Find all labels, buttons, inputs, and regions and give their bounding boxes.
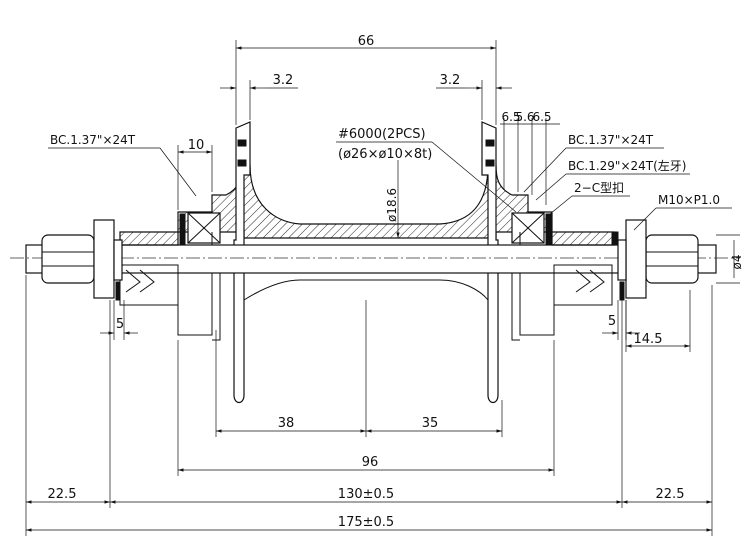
- dim-5-6: 5.6: [515, 110, 534, 124]
- right-seal: [545, 213, 552, 245]
- dim-overall: 175±0.5: [26, 515, 712, 532]
- dim-left-offset: 10: [177, 138, 213, 210]
- dim-bearing-span: 96: [177, 340, 555, 476]
- dim-bore-dia: ø18.6: [385, 188, 399, 222]
- dim-10: 10: [188, 138, 205, 153]
- dim-over-locknut: 22.5 130±0.5 22.5: [25, 275, 713, 536]
- right-thread-2-label: BC.1.29"×24T(左牙): [568, 158, 686, 173]
- dim-175: 175±0.5: [338, 515, 394, 530]
- callout-axle-thread: M10×P1.0: [633, 193, 732, 231]
- callout-c-clip: 2−C型扣: [549, 181, 630, 215]
- dim-66: 66: [358, 34, 375, 49]
- hub-body: [177, 121, 555, 404]
- dim-96: 96: [362, 455, 379, 470]
- c-clip-label: 2−C型扣: [574, 181, 624, 195]
- dim-right-protrusion: 14.5: [625, 290, 691, 352]
- axle-thread-label: M10×P1.0: [658, 193, 720, 207]
- dim-14-5: 14.5: [634, 332, 663, 347]
- dim-axle-end: ø4: [716, 234, 744, 284]
- dim-38: 38: [278, 416, 295, 431]
- bearing-size-label: (ø26×ø10×8t): [338, 147, 432, 162]
- dim-22-5-right: 22.5: [656, 487, 685, 502]
- dim-flange-spacing: 66: [235, 34, 497, 125]
- dim-35: 35: [422, 416, 439, 431]
- dim-phi-4: ø4: [730, 255, 744, 270]
- dim-center-to-flange: 38 35: [215, 300, 503, 437]
- left-locknut: [41, 219, 123, 301]
- right-locknut: [611, 219, 699, 301]
- dim-right-spacers: 6.5 5.6 6.5: [500, 110, 560, 205]
- callout-right-thread-2: BC.1.29"×24T(左牙): [535, 158, 690, 201]
- right-cone-section: [551, 231, 615, 246]
- axle: [10, 231, 740, 306]
- dim-6-5-b: 6.5: [532, 110, 551, 124]
- callout-right-thread-1: BC.1.37"×24T: [523, 133, 664, 193]
- dim-bore: ø18.6: [385, 160, 400, 238]
- dim-5-right: 5: [608, 314, 616, 329]
- hub-lower-body: [243, 279, 489, 301]
- left-cone-section: [119, 231, 179, 246]
- dim-3-2-right: 3.2: [440, 73, 461, 88]
- dim-left-washer: 5: [100, 300, 138, 340]
- dim-22-5-left: 22.5: [48, 487, 77, 502]
- left-seal: [179, 213, 186, 245]
- right-thread-1-label: BC.1.37"×24T: [568, 133, 654, 147]
- dim-3-2-left: 3.2: [273, 73, 294, 88]
- dim-5-left: 5: [116, 317, 124, 332]
- dim-6-5-a: 6.5: [501, 110, 520, 124]
- dim-right-flange-thickness: 3.2: [436, 73, 512, 120]
- dim-left-flange-thickness: 3.2: [220, 73, 298, 120]
- callout-bearing: #6000(2PCS) (ø26×ø10×8t): [336, 127, 517, 213]
- callout-left-thread: BC.1.37"×24T: [48, 133, 197, 197]
- bearing-spec-label: #6000(2PCS): [338, 127, 426, 142]
- dim-130: 130±0.5: [338, 487, 394, 502]
- left-thread-label: BC.1.37"×24T: [50, 133, 136, 147]
